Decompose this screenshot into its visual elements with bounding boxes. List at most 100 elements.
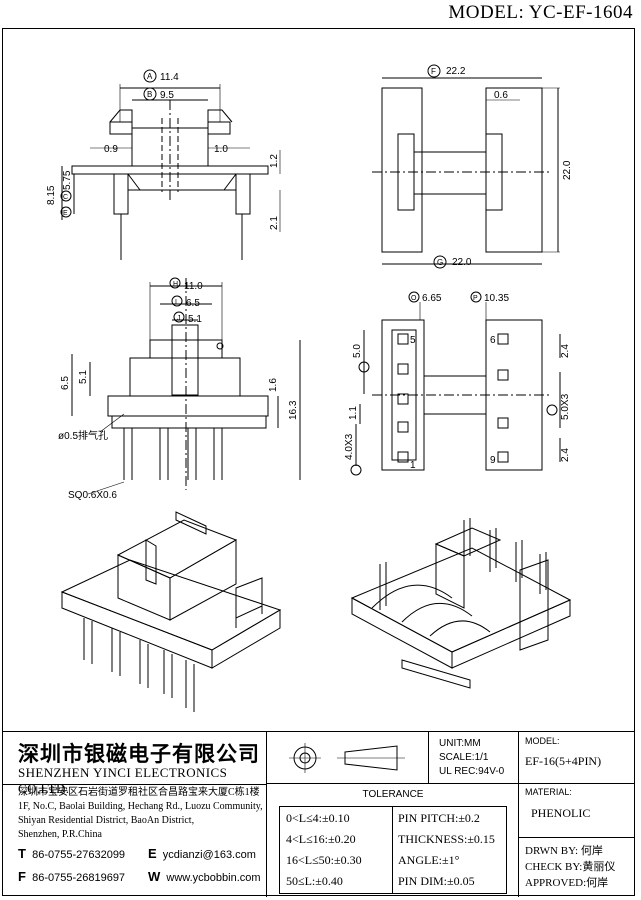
dim-h1: 1.2	[269, 154, 280, 168]
pin-note: SQ0.6X0.6	[68, 490, 117, 501]
phone: T 86-0755-27632099	[18, 846, 125, 861]
svg-text:F: F	[431, 67, 436, 76]
pin-6: 6	[490, 335, 496, 346]
isometric-view-right	[350, 518, 572, 689]
dim-side-h: 1.6	[268, 378, 279, 392]
dim-top-gap: 0.6	[494, 90, 508, 101]
drawing-frame	[2, 28, 635, 896]
projection-cell	[267, 732, 429, 784]
tol-range-1: 0<L≤4:±0.10	[286, 811, 350, 825]
scale: SCALE:1/1	[439, 752, 489, 763]
dim-side: 22.0	[562, 160, 573, 180]
svg-text:E: E	[63, 210, 68, 217]
pin-1: 1	[410, 460, 416, 471]
dim-a: 11.4	[160, 72, 179, 83]
projection-symbol-icon	[289, 743, 405, 773]
web-label: W	[148, 869, 161, 884]
dim-r: 1.1	[348, 406, 359, 420]
email-label: E	[148, 846, 157, 861]
ul-rec: UL REC:94V-0	[439, 766, 505, 777]
dim-right-gap: 1.0	[214, 144, 228, 155]
pin-5: 5	[410, 335, 416, 346]
dim-o: 6.65	[422, 293, 442, 304]
svg-text:B: B	[147, 90, 152, 99]
dim-q: 5.0	[352, 344, 363, 358]
phone-value: 86-0755-27632099	[32, 849, 126, 861]
address-en-2: Shiyan Residential District, BaoAn Distr…	[18, 815, 195, 826]
tol-range-2: 4<L≤16:±0.20	[286, 832, 356, 846]
side-view	[71, 277, 301, 495]
svg-text:C: C	[63, 194, 68, 201]
dim-b: 9.5	[160, 90, 174, 101]
check-label: CHECK BY:	[525, 861, 583, 873]
dim-i: 6.5	[186, 298, 200, 309]
email-value: ycdianzi@163.com	[162, 849, 256, 861]
drawn-value: 何岸	[580, 845, 603, 857]
company-name-cn: 深圳市银磁电子有限公司	[18, 741, 260, 766]
approved-label: APPROVED:	[525, 877, 587, 889]
website: W www.ycbobbin.com	[148, 869, 261, 884]
dim-e: 8.15	[46, 185, 57, 205]
tol-range-3: 16<L≤50:±0.30	[286, 853, 362, 867]
approval-cell: DRWN BY: 何岸 CHECK BY:黄丽仪 APPROVED:何岸	[519, 838, 635, 897]
dim-k: 6.5	[60, 376, 71, 390]
drawn-by: DRWN BY: 何岸	[525, 842, 603, 858]
dim-l: 5.1	[78, 370, 89, 384]
model-cell: MODEL: EF-16(5+4PIN)	[519, 732, 635, 784]
fax-label: F	[18, 869, 26, 884]
email: E ycdianzi@163.com	[148, 846, 256, 861]
dim-f: 22.2	[446, 66, 466, 77]
address-en-3: Shenzhen, P.R.China	[18, 829, 102, 840]
dim-h: 11.0	[184, 281, 203, 292]
dim-g: 22.0	[452, 257, 472, 268]
tolerance-title: TOLERANCE	[362, 789, 424, 800]
fax: F 86-0755-26819697	[18, 869, 125, 884]
tol-spec-2: THICKNESS:±0.15	[398, 832, 495, 846]
model-value: EF-16(5+4PIN)	[525, 754, 602, 768]
dim-left-gap: 0.9	[104, 144, 118, 155]
dim-m: 16.3	[288, 400, 299, 420]
technical-drawing: A 11.4 B 9.5 0.9 1.0 E C 8.15 5.75 1.2 2…	[46, 64, 573, 712]
approved-value: 何岸	[586, 877, 609, 889]
dim-h2: 2.1	[269, 216, 280, 230]
approved-by: APPROVED:何岸	[525, 874, 608, 890]
address-en-1: 1F, No.C, Baolai Building, Hechang Rd., …	[18, 801, 263, 812]
phone-label: T	[18, 846, 26, 861]
fax-value: 86-0755-26819697	[32, 872, 126, 884]
tolerance-table: 0<L≤4:±0.10 PIN PITCH:±0.2 4<L≤16:±0.20 …	[279, 806, 507, 894]
material-value: PHENOLIC	[531, 806, 591, 820]
tol-spec-3: ANGLE:±1°	[398, 853, 460, 867]
material-cell: MATERIAL: PHENOLIC	[519, 784, 635, 838]
dim-p: 10.35	[484, 293, 509, 304]
svg-text:J: J	[177, 315, 181, 322]
web-value: www.ycbobbin.com	[166, 872, 261, 884]
pin-9: 9	[490, 455, 496, 466]
tol-spec-1: PIN PITCH:±0.2	[398, 811, 480, 825]
title-block: 深圳市银磁电子有限公司 SHENZHEN YINCI ELECTRONICS C…	[2, 731, 635, 897]
dim-t: 4.0X3	[344, 433, 355, 460]
vent-note: ø0.5排气孔	[58, 429, 108, 442]
tol-range-4: 50≤L:±0.40	[286, 874, 343, 888]
dim-s: 5.0X3	[560, 393, 571, 420]
dim-t1: 2.4	[560, 344, 571, 358]
tol-spec-4: PIN DIM:±0.05	[398, 874, 475, 888]
drawn-label: DRWN BY:	[525, 845, 579, 857]
unit: UNIT:MM	[439, 738, 481, 749]
top-view	[372, 64, 560, 269]
tolerance-cell: TOLERANCE 0<L≤4:±0.10 PIN PITCH:±0.2 4<L…	[267, 784, 519, 897]
svg-text:G: G	[437, 258, 443, 267]
units-cell: UNIT:MM SCALE:1/1 UL REC:94V-0	[429, 732, 519, 784]
front-view	[60, 69, 281, 260]
address-cn: 深圳市宝安区石岩街道罗租社区合昌路宝来大厦C栋1楼	[18, 787, 260, 798]
bottom-view	[350, 291, 561, 476]
check-by: CHECK BY:黄丽仪	[525, 858, 615, 874]
check-value: 黄丽仪	[582, 861, 616, 873]
isometric-view-left	[60, 511, 282, 712]
svg-text:I: I	[175, 299, 177, 306]
svg-text:A: A	[147, 72, 153, 81]
dim-j: 5.1	[188, 314, 202, 325]
dim-t2: 2.4	[560, 448, 571, 462]
company-cell: 深圳市银磁电子有限公司 SHENZHEN YINCI ELECTRONICS C…	[2, 732, 267, 897]
model-header: MODEL: YC-EF-1604	[448, 2, 633, 23]
model-label: MODEL:	[525, 736, 560, 746]
